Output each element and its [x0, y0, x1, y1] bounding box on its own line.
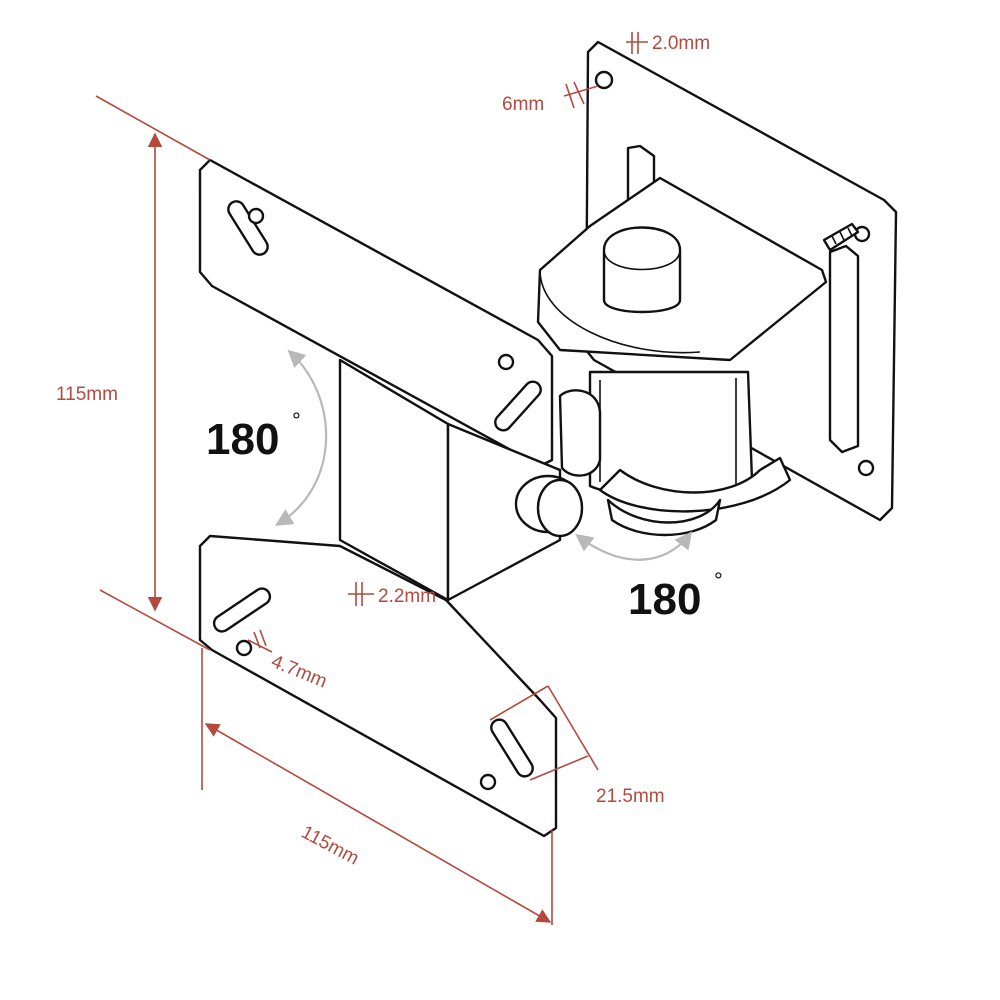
slot-spacing-label: 21.5mm: [596, 786, 665, 807]
tilt-rotation-arrow: [275, 349, 328, 526]
screw-icon: [822, 222, 860, 252]
swivel-angle-label: 180: [628, 575, 701, 624]
tilt-degree-symbol: °: [292, 408, 301, 433]
height-label: 115mm: [56, 384, 118, 405]
slot-spacing-dimension: [489, 685, 599, 781]
wall-plate: [198, 158, 554, 468]
plate-thickness-top-ticks: [626, 32, 648, 54]
small-hole-ticks: [247, 629, 273, 653]
wall-hole-right: [497, 353, 515, 371]
swivel-degree-symbol: °: [714, 568, 723, 593]
arm-thickness-label: 2.2mm: [378, 586, 436, 607]
plate-tab-right: [828, 244, 860, 454]
width-dimension: [201, 648, 553, 925]
lower-hole-right: [479, 773, 497, 791]
wall-hole-top-left: [247, 207, 265, 225]
plate-thickness-top-label: 2.0mm: [652, 33, 710, 54]
tilt-angle-label: 180: [206, 415, 279, 464]
lower-slot-left: [212, 587, 272, 633]
hole-diameter-label: 6mm: [502, 94, 544, 115]
hole-diameter-ticks: [563, 81, 599, 109]
lower-hole-left: [235, 639, 253, 657]
swivel-joint: [536, 176, 828, 537]
support-arm: [338, 358, 562, 602]
wall-slot-right: [494, 380, 542, 432]
height-dimension: [95, 95, 211, 651]
lower-plate: [198, 534, 558, 838]
arm-thickness-ticks: [348, 582, 374, 606]
tilt-knob: [514, 389, 602, 538]
plate-hole-top-left: [594, 70, 614, 90]
swivel-rotation-arrow: [575, 531, 693, 561]
width-label: 115mm: [298, 822, 363, 870]
plate-hole-bottom-right: [857, 459, 875, 477]
